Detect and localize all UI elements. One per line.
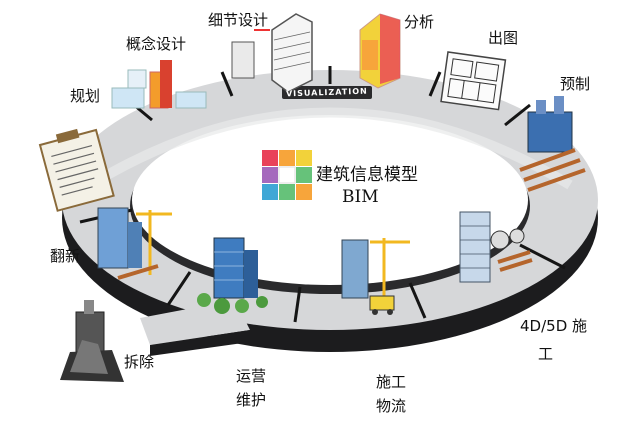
label-operation-line1: 运营 xyxy=(236,367,267,385)
analysis-tower-icon xyxy=(359,13,401,89)
label-detail-design: 细节设计 xyxy=(208,11,269,29)
demolition-rubble-icon xyxy=(60,300,124,382)
prefabrication-factory-icon xyxy=(519,96,586,192)
label-renovation: 翻新 xyxy=(50,247,81,265)
label-drawings: 出图 xyxy=(488,29,519,47)
label-demolition: 拆除 xyxy=(124,353,155,371)
bim-logo xyxy=(262,150,312,200)
lifecycle-ring xyxy=(62,66,598,356)
construction-4d5d-icon xyxy=(459,211,533,283)
label-operation-line2: 维护 xyxy=(236,391,267,409)
renovation-building-icon xyxy=(97,207,172,280)
detail-design-tower-icon xyxy=(231,13,313,93)
planning-clipboard-icon xyxy=(38,128,115,212)
label-4d5d-line2: 工 xyxy=(538,345,554,363)
label-analysis: 分析 xyxy=(404,13,435,31)
visualization-strip xyxy=(282,86,372,99)
label-logistics-line2: 物流 xyxy=(376,397,407,415)
center-title: 建筑信息模型 xyxy=(316,165,418,185)
label-prefab: 预制 xyxy=(560,75,591,93)
label-logistics-line1: 施工 xyxy=(376,373,407,391)
label-planning: 规划 xyxy=(70,87,101,105)
concept-design-model-icon xyxy=(111,60,207,109)
center-subtitle: BIM xyxy=(342,187,379,207)
operation-building-icon xyxy=(197,237,268,314)
construction-logistics-crane-icon xyxy=(341,238,410,315)
drawings-sheet-icon xyxy=(440,51,507,111)
label-4d5d-line1: 4D/5D 施 xyxy=(520,317,588,335)
ring-dividers xyxy=(79,66,566,323)
label-concept-design: 概念设计 xyxy=(126,35,187,53)
